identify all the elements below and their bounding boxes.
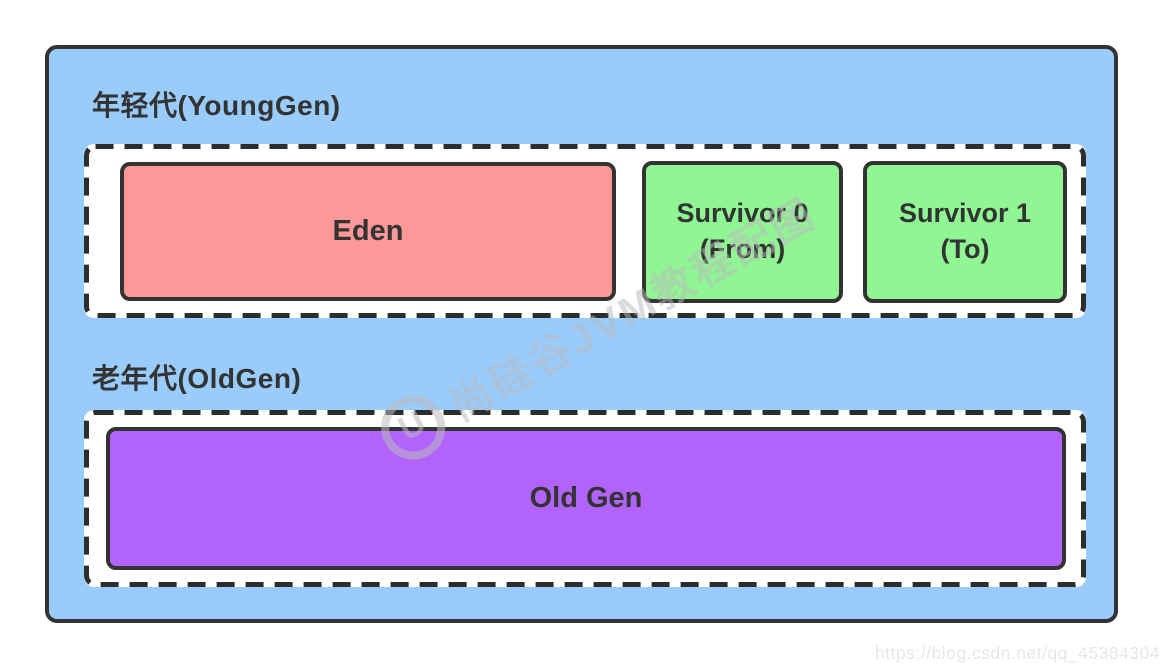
survivor0-label-line2: (From) (699, 234, 786, 264)
survivor1-label-line1: Survivor 1 (898, 198, 1032, 229)
young-gen-title: 年轻代(YoungGen) (92, 90, 341, 121)
survivor0-box: Survivor 0 (From) (642, 161, 843, 303)
csdn-url-watermark: https://blog.csdn.net/qq_45384304 (874, 643, 1160, 663)
old-gen-label: Old Gen (529, 482, 643, 514)
eden-box: Eden (120, 162, 616, 301)
eden-label: Eden (332, 215, 404, 247)
survivor1-box: Survivor 1 (To) (863, 161, 1067, 303)
old-gen-box: Old Gen (106, 427, 1066, 570)
old-gen-title: 老年代(OldGen) (92, 363, 302, 394)
survivor0-label-line1: Survivor 0 (676, 198, 809, 229)
survivor1-label-line2: (To) (940, 234, 990, 264)
